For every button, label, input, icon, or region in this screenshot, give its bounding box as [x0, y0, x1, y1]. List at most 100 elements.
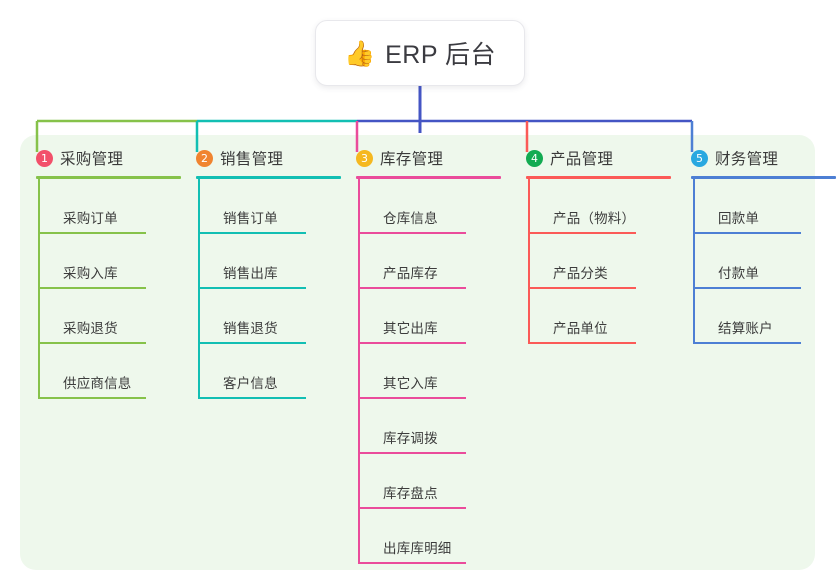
branch-item-label: 库存盘点	[383, 486, 438, 501]
branch-item[interactable]: 产品库存	[358, 234, 500, 289]
branch-item-underline	[358, 507, 466, 509]
branch-item[interactable]: 库存盘点	[358, 454, 500, 509]
branch-item[interactable]: 采购入库	[38, 234, 180, 289]
branch-item-underline	[358, 452, 466, 454]
root-node[interactable]: 👍 ERP 后台	[315, 20, 525, 86]
branch-item[interactable]: 其它入库	[358, 344, 500, 399]
branch-number-badge: 3	[356, 149, 373, 167]
branch-title: 采购管理	[60, 151, 124, 168]
branch-item[interactable]: 结算账户	[693, 289, 835, 344]
branch-item-underline	[358, 397, 466, 399]
branch-item[interactable]: 出库库明细	[358, 509, 500, 564]
branch-item[interactable]: 销售退货	[198, 289, 340, 344]
branch-spine	[528, 179, 530, 344]
branch-item-underline	[358, 287, 466, 289]
branch-item[interactable]: 产品单位	[528, 289, 670, 344]
branch-item-underline	[38, 287, 146, 289]
branch-item[interactable]: 销售订单	[198, 179, 340, 234]
branch-item-label: 供应商信息	[63, 376, 132, 391]
branch-item-label: 采购退货	[63, 321, 118, 336]
branch-number-badge: 4	[526, 149, 543, 167]
branch-item-label: 产品库存	[383, 266, 438, 281]
branch-header-2[interactable]: 2 销售管理	[180, 146, 340, 170]
branch-item-underline	[358, 562, 466, 564]
branch-item[interactable]: 供应商信息	[38, 344, 180, 399]
branch-item[interactable]: 产品（物料）	[528, 179, 670, 234]
branch-underline	[36, 176, 181, 179]
branch-item-underline	[528, 342, 636, 344]
branches-panel	[20, 135, 815, 570]
branch-item-label: 出库库明细	[383, 541, 452, 556]
branch-number-badge: 2	[196, 149, 213, 167]
root-title: ERP 后台	[385, 41, 497, 69]
branch-item-label: 结算账户	[718, 321, 773, 336]
branch-item-underline	[693, 287, 801, 289]
branch-item[interactable]: 回款单	[693, 179, 835, 234]
branch-item[interactable]: 采购退货	[38, 289, 180, 344]
branch-spine	[38, 179, 40, 399]
branch-item-list: 产品（物料） 产品分类产品单位	[528, 179, 670, 344]
branch-item-label: 产品（物料）	[553, 211, 636, 226]
branch-item-underline	[38, 232, 146, 234]
branch-item-label: 库存调拨	[383, 431, 438, 446]
branch-spine	[693, 179, 695, 344]
branch-item-underline	[528, 287, 636, 289]
branch-item-label: 仓库信息	[383, 211, 438, 226]
branch-title: 财务管理	[715, 151, 779, 168]
branch-item-label: 回款单	[718, 211, 760, 226]
branch-item-list: 回款单付款单结算账户	[693, 179, 835, 344]
branch-item-label: 产品单位	[553, 321, 608, 336]
branch-item-underline	[198, 287, 306, 289]
branch-item-underline	[198, 397, 306, 399]
branch-spine	[358, 179, 360, 564]
branch-item-list: 仓库信息产品库存其它出库其它入库库存调拨库存盘点出库库明细	[358, 179, 500, 564]
branch-item-label: 采购入库	[63, 266, 118, 281]
branch-title: 销售管理	[220, 151, 284, 168]
branch-item-label: 其它出库	[383, 321, 438, 336]
branch-item-label: 产品分类	[553, 266, 608, 281]
branch-column-5: 5 财务管理回款单付款单结算账户	[675, 146, 836, 344]
branch-item[interactable]: 采购订单	[38, 179, 180, 234]
branch-item-underline	[38, 342, 146, 344]
branch-item[interactable]: 客户信息	[198, 344, 340, 399]
branch-item-underline	[693, 342, 801, 344]
branch-header-5[interactable]: 5 财务管理	[675, 146, 835, 170]
branch-number-badge: 1	[36, 149, 53, 167]
branch-item-underline	[358, 232, 466, 234]
branch-item-label: 付款单	[718, 266, 760, 281]
branch-column-2: 2 销售管理销售订单销售出库销售退货客户信息	[180, 146, 341, 399]
branch-item[interactable]: 其它出库	[358, 289, 500, 344]
branch-spine	[198, 179, 200, 399]
branch-item-underline	[358, 342, 466, 344]
branch-item-underline	[198, 342, 306, 344]
branch-item[interactable]: 销售出库	[198, 234, 340, 289]
branch-item[interactable]: 仓库信息	[358, 179, 500, 234]
branch-item-list: 采购订单采购入库采购退货供应商信息	[38, 179, 180, 399]
branch-header-1[interactable]: 1 采购管理	[20, 146, 180, 170]
branch-header-4[interactable]: 4 产品管理	[510, 146, 670, 170]
branch-column-3: 3 库存管理仓库信息产品库存其它出库其它入库库存调拨库存盘点出库库明细	[340, 146, 501, 564]
branch-underline	[526, 176, 671, 179]
branch-header-3[interactable]: 3 库存管理	[340, 146, 500, 170]
thumbs-up-emoji: 👍	[343, 38, 376, 68]
branch-title: 产品管理	[550, 151, 614, 168]
branch-item[interactable]: 产品分类	[528, 234, 670, 289]
branch-item-label: 销售退货	[223, 321, 278, 336]
branch-item-label: 客户信息	[223, 376, 278, 391]
branch-item-list: 销售订单销售出库销售退货客户信息	[198, 179, 340, 399]
branch-item-underline	[198, 232, 306, 234]
branch-item-underline	[693, 232, 801, 234]
branch-column-4: 4 产品管理产品（物料） 产品分类产品单位	[510, 146, 671, 344]
branch-item-underline	[528, 232, 636, 234]
branch-underline	[691, 176, 836, 179]
branch-item[interactable]: 付款单	[693, 234, 835, 289]
branch-item[interactable]: 库存调拨	[358, 399, 500, 454]
branch-column-1: 1 采购管理采购订单采购入库采购退货供应商信息	[20, 146, 181, 399]
branch-item-label: 采购订单	[63, 211, 118, 226]
branch-underline	[196, 176, 341, 179]
branch-number-badge: 5	[691, 149, 708, 167]
branch-title: 库存管理	[380, 151, 444, 168]
branch-item-underline	[38, 397, 146, 399]
branch-item-label: 销售订单	[223, 211, 278, 226]
